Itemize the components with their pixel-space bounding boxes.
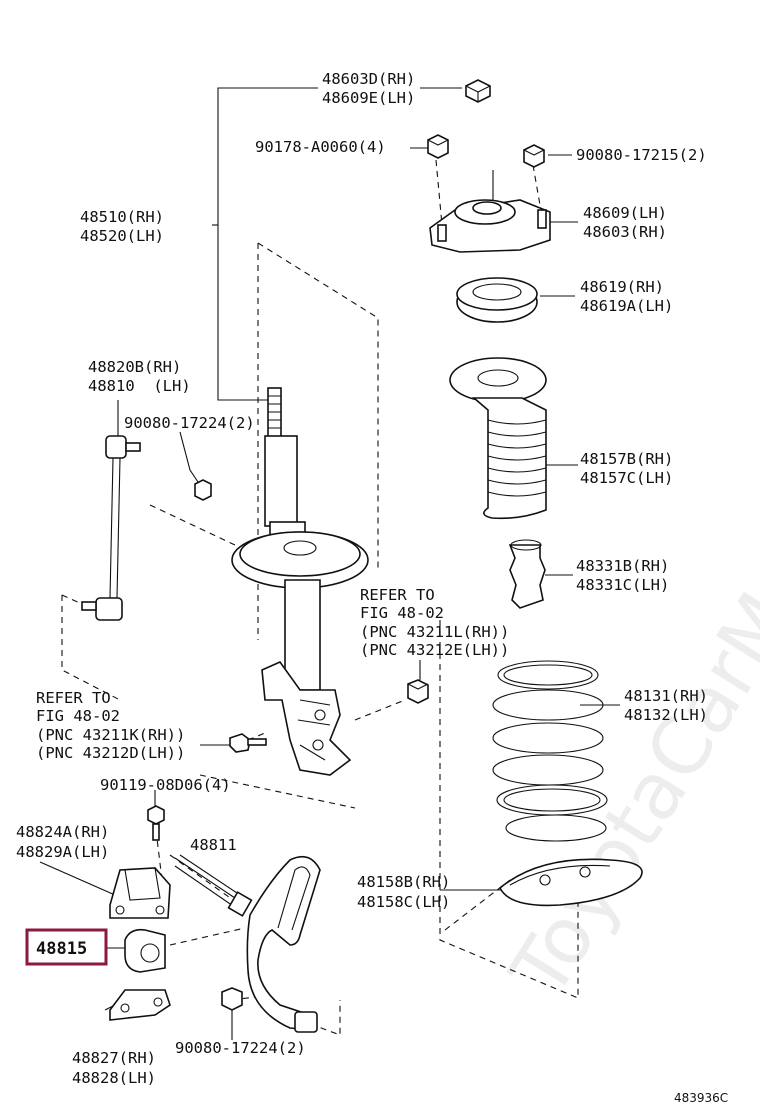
label-48158b[interactable]: 48158B(RH) [357, 873, 450, 891]
label-48331c[interactable]: 48331C(LH) [576, 576, 669, 594]
refer-right-line3: (PNC 43211L(RH)) [360, 623, 509, 641]
label-48619[interactable]: 48619(RH) [580, 278, 664, 296]
refer-left-line4: (PNC 43212D(LH)) [36, 744, 185, 762]
label-48157c[interactable]: 48157C(LH) [580, 469, 673, 487]
label-90080-17215[interactable]: 90080-17215(2) [576, 146, 707, 164]
top-nut [465, 79, 491, 103]
label-90080-17224-top[interactable]: 90080-17224(2) [124, 414, 255, 432]
leader-lines [39, 87, 620, 1040]
figure-id: 483936C [674, 1091, 728, 1105]
label-48510[interactable]: 48510(RH) [80, 208, 164, 226]
link-nut-top [194, 479, 212, 501]
mount-nut-left [427, 134, 449, 159]
refer-right-line2[interactable]: FIG 48-02 [360, 604, 444, 622]
refer-left-line1: REFER TO [36, 689, 111, 707]
label-48132[interactable]: 48132(LH) [624, 706, 708, 724]
lower-bracket [109, 989, 171, 1021]
label-48331b[interactable]: 48331B(RH) [576, 557, 669, 575]
stabilizer-bar [174, 855, 321, 1033]
label-48820b[interactable]: 48820B(RH) [88, 358, 181, 376]
label-48158c[interactable]: 48158C(LH) [357, 893, 450, 911]
refer-left-line2[interactable]: FIG 48-02 [36, 707, 120, 725]
label-48827[interactable]: 48827(RH) [72, 1049, 156, 1067]
label-48619a[interactable]: 48619A(LH) [580, 297, 673, 315]
link-nut-bottom [221, 987, 243, 1011]
knuckle-bolt [229, 733, 267, 753]
refer-right-line1: REFER TO [360, 586, 435, 604]
upper-support [429, 170, 551, 253]
lower-insulator [498, 858, 643, 907]
label-48603[interactable]: 48603(RH) [583, 223, 667, 241]
highlight-box [25, 928, 108, 966]
callout-labels: 48603D(RH) 48609E(LH) 90178-A0060(4) 900… [16, 70, 728, 1105]
label-90119[interactable]: 90119-08D06(4) [100, 776, 231, 794]
label-48609[interactable]: 48609(LH) [583, 204, 667, 222]
shock-absorber [231, 387, 369, 776]
label-90080-17224-bottom[interactable]: 90080-17224(2) [175, 1039, 306, 1057]
bracket-bolt [147, 805, 165, 841]
refer-left-line3: (PNC 43211K(RH)) [36, 726, 185, 744]
dust-boot [449, 357, 547, 520]
label-48520[interactable]: 48520(LH) [80, 227, 164, 245]
bushing [124, 928, 166, 973]
bound-bumper [508, 539, 546, 609]
mount-nut-right [523, 144, 545, 168]
knuckle-nut [407, 679, 429, 704]
label-48815[interactable]: 48815 [36, 939, 87, 959]
label-48829a[interactable]: 48829A(LH) [16, 843, 109, 861]
label-90178[interactable]: 90178-A0060(4) [255, 138, 386, 156]
label-48131[interactable]: 48131(RH) [624, 687, 708, 705]
coil-spring [492, 660, 608, 842]
upper-spring-seat [456, 277, 538, 323]
label-48828[interactable]: 48828(LH) [72, 1069, 156, 1087]
label-48157b[interactable]: 48157B(RH) [580, 450, 673, 468]
label-48609e[interactable]: 48609E(LH) [322, 89, 415, 107]
label-48603d[interactable]: 48603D(RH) [322, 70, 415, 88]
label-48811[interactable]: 48811 [190, 836, 237, 854]
stabilizer-link [81, 435, 141, 621]
label-48824a[interactable]: 48824A(RH) [16, 823, 109, 841]
label-48810[interactable]: 48810 (LH) [88, 377, 191, 395]
refer-right-line4: (PNC 43212E(LH)) [360, 641, 509, 659]
upper-bracket [109, 867, 171, 919]
